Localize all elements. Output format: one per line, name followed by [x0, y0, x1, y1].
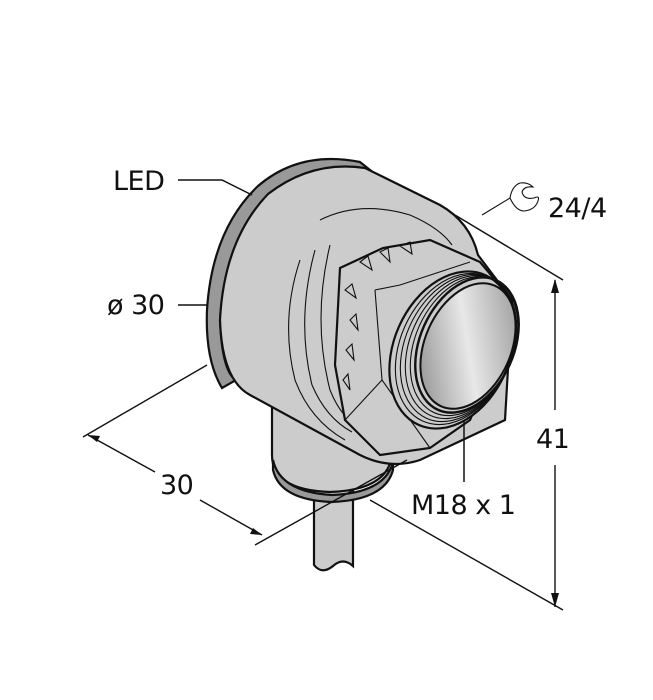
- thread-label: M18 x 1: [411, 490, 516, 521]
- arrowhead-icon: [88, 435, 100, 442]
- wrench-size-label: 24/4: [548, 193, 607, 224]
- height-dimension: [369, 214, 564, 611]
- height-dimension-label: 41: [536, 424, 570, 455]
- extension-line-bottom: [369, 499, 564, 611]
- depth-dimension-label: 30: [160, 470, 194, 501]
- wrench-icon: [481, 182, 540, 216]
- arrowhead-icon: [551, 279, 559, 293]
- arrowhead-icon: [551, 593, 559, 607]
- depth-dimension: [82, 364, 408, 546]
- arrowhead-icon: [250, 528, 262, 535]
- diameter-label: ø 30: [107, 290, 165, 321]
- extension-line-top: [454, 214, 564, 281]
- extension-line-right: [254, 459, 408, 546]
- lens: [419, 282, 517, 410]
- led-label: LED: [113, 166, 165, 197]
- leader-lines: [178, 179, 465, 482]
- led-leader-line: [178, 179, 253, 196]
- extension-line-left: [82, 364, 208, 438]
- cable: [312, 486, 355, 572]
